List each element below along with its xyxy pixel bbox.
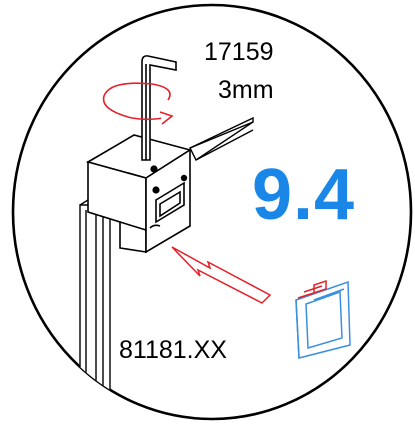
cap-part-code: 81181.XX [119,336,227,364]
end-cap-part-icon [295,279,351,359]
allen-key-icon [141,55,177,161]
rotation-arrow-icon [102,82,174,125]
direction-arrow-icon [171,246,272,304]
technical-drawing [79,55,351,419]
vertical-rail [79,199,111,419]
tool-size-label: 3mm [218,76,274,104]
tool-part-code: 17159 [204,38,274,66]
horizontal-profile [189,116,254,162]
step-number: 9.4 [252,155,356,235]
connector-block [85,134,192,254]
